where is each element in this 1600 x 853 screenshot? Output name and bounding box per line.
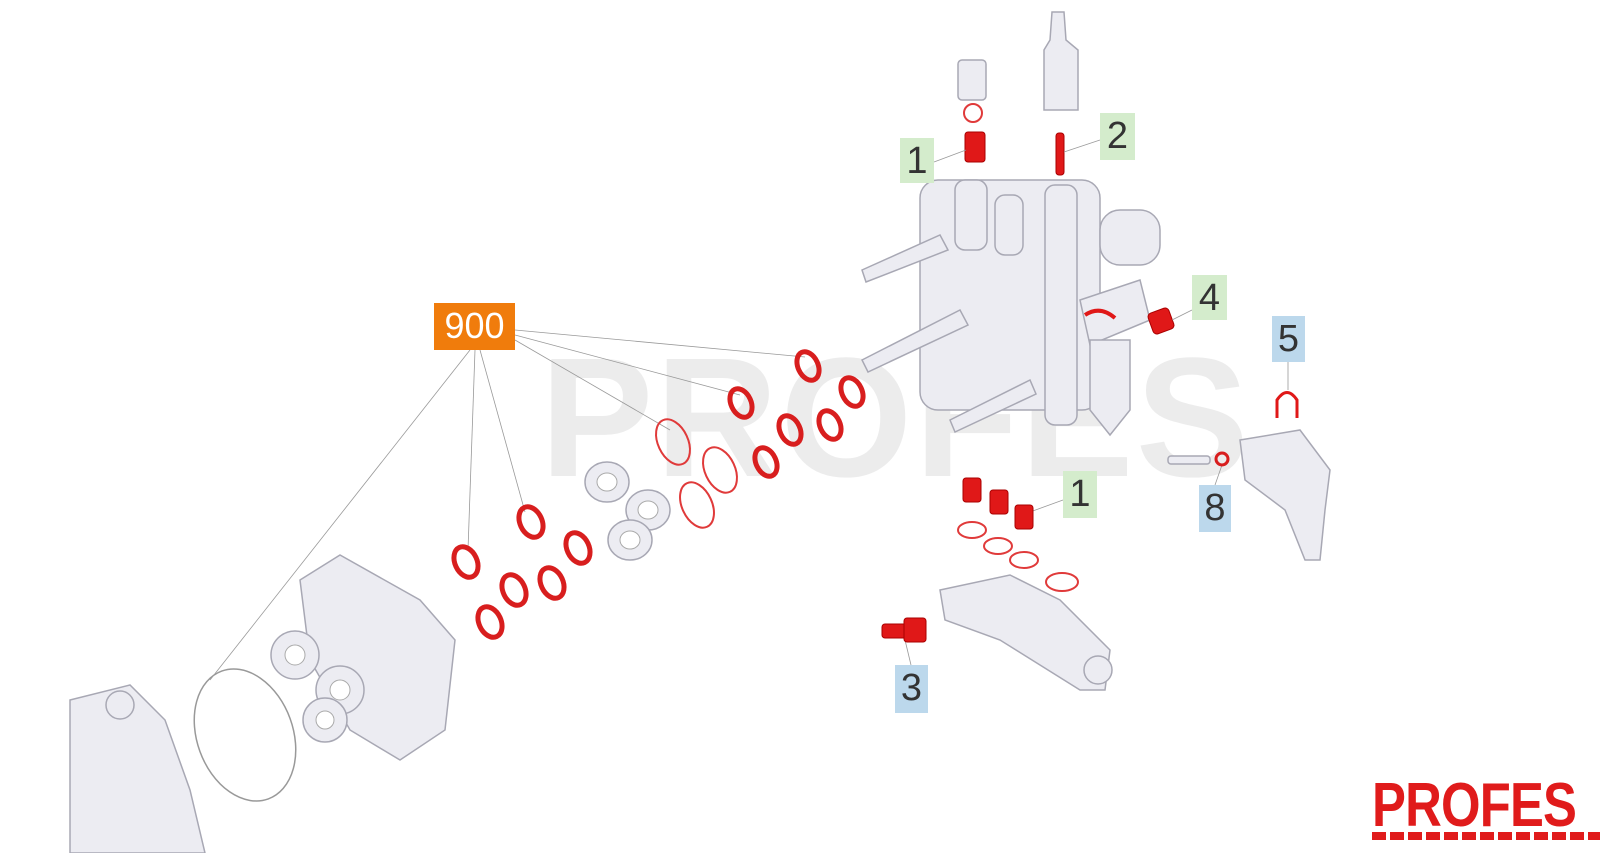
callout-1-top[interactable]: 1 xyxy=(900,138,934,183)
callout-8[interactable]: 8 xyxy=(1199,485,1231,532)
leader-lines-callouts xyxy=(904,139,1289,666)
lower-manifold xyxy=(881,477,1113,691)
o-rings-900 xyxy=(451,349,866,640)
callout-1-bottom[interactable]: 1 xyxy=(1063,471,1097,518)
pump-housing xyxy=(69,684,206,853)
large-o-ring xyxy=(193,668,297,802)
brand-logo: PROFES xyxy=(1372,771,1577,840)
unloader-assembly xyxy=(1167,391,1331,561)
callout-4[interactable]: 4 xyxy=(1192,275,1227,320)
callout-2[interactable]: 2 xyxy=(1100,113,1135,160)
logo-underline xyxy=(1372,832,1600,840)
callout-900[interactable]: 900 xyxy=(434,303,515,350)
callout-3[interactable]: 3 xyxy=(895,665,928,713)
leader-lines-900 xyxy=(209,329,806,681)
valve-block xyxy=(860,11,1175,437)
pump-head xyxy=(270,554,456,761)
callout-5[interactable]: 5 xyxy=(1272,316,1305,362)
bushings xyxy=(584,461,671,561)
